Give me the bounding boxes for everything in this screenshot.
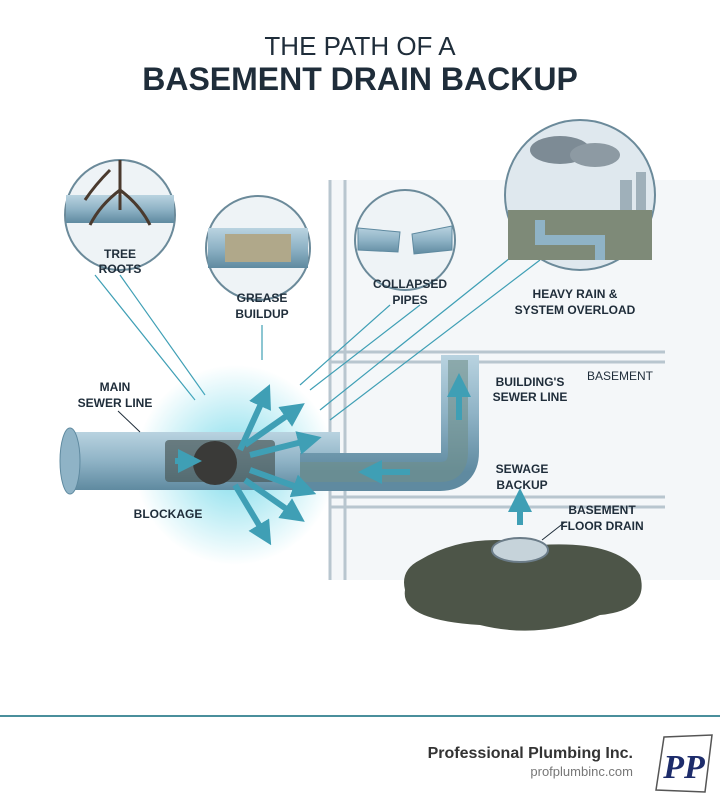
flow-arrows — [175, 373, 532, 546]
title-line1: THE PATH OF A — [264, 31, 456, 61]
main-sewer-line-label: MAIN — [100, 380, 131, 394]
blockage-icon — [193, 441, 237, 485]
company-website[interactable]: profplumbinc.com — [530, 764, 633, 779]
floor-drain-label: BASEMENT — [568, 503, 636, 517]
svg-text:GREASE: GREASE — [237, 291, 288, 305]
buildings-sewer-line-label-2: SEWER LINE — [493, 390, 568, 404]
leader-line — [541, 521, 566, 541]
company-logo: PP — [655, 734, 713, 793]
main-sewer-line-label-2: SEWER LINE — [78, 396, 153, 410]
svg-text:PP: PP — [662, 749, 705, 786]
sewage-backup-label: SEWAGE — [496, 462, 549, 476]
basement-label: BASEMENT — [587, 369, 654, 383]
svg-text:SYSTEM OVERLOAD: SYSTEM OVERLOAD — [515, 303, 636, 317]
floor-drain-label-2: FLOOR DRAIN — [560, 519, 643, 533]
sewage-puddle — [404, 540, 642, 631]
svg-text:ROOTS: ROOTS — [99, 262, 142, 276]
collapsed-pipes-callout: COLLAPSED PIPES — [354, 189, 456, 307]
callout-lines — [94, 249, 541, 421]
tree-roots-callout: TREE ROOTS — [64, 159, 176, 276]
svg-text:COLLAPSED: COLLAPSED — [373, 277, 447, 291]
svg-text:TREE: TREE — [104, 247, 136, 261]
title-line2: BASEMENT DRAIN BACKUP — [142, 61, 578, 97]
pipe-opening — [59, 427, 81, 495]
svg-text:PIPES: PIPES — [392, 293, 427, 307]
company-name: Professional Plumbing Inc. — [428, 745, 633, 762]
grease-buildup-callout: GREASE BUILDUP — [205, 195, 311, 321]
blockage-label: BLOCKAGE — [134, 507, 203, 521]
leader-line — [117, 410, 141, 433]
floor-drain-icon — [491, 537, 549, 563]
svg-text:HEAVY RAIN &: HEAVY RAIN & — [533, 287, 618, 301]
sewage-backup-label-2: BACKUP — [496, 478, 547, 492]
heavy-rain-callout: HEAVY RAIN & SYSTEM OVERLOAD — [504, 119, 656, 317]
buildings-sewer-line-label: BUILDING'S — [496, 375, 565, 389]
svg-text:BUILDUP: BUILDUP — [235, 307, 288, 321]
